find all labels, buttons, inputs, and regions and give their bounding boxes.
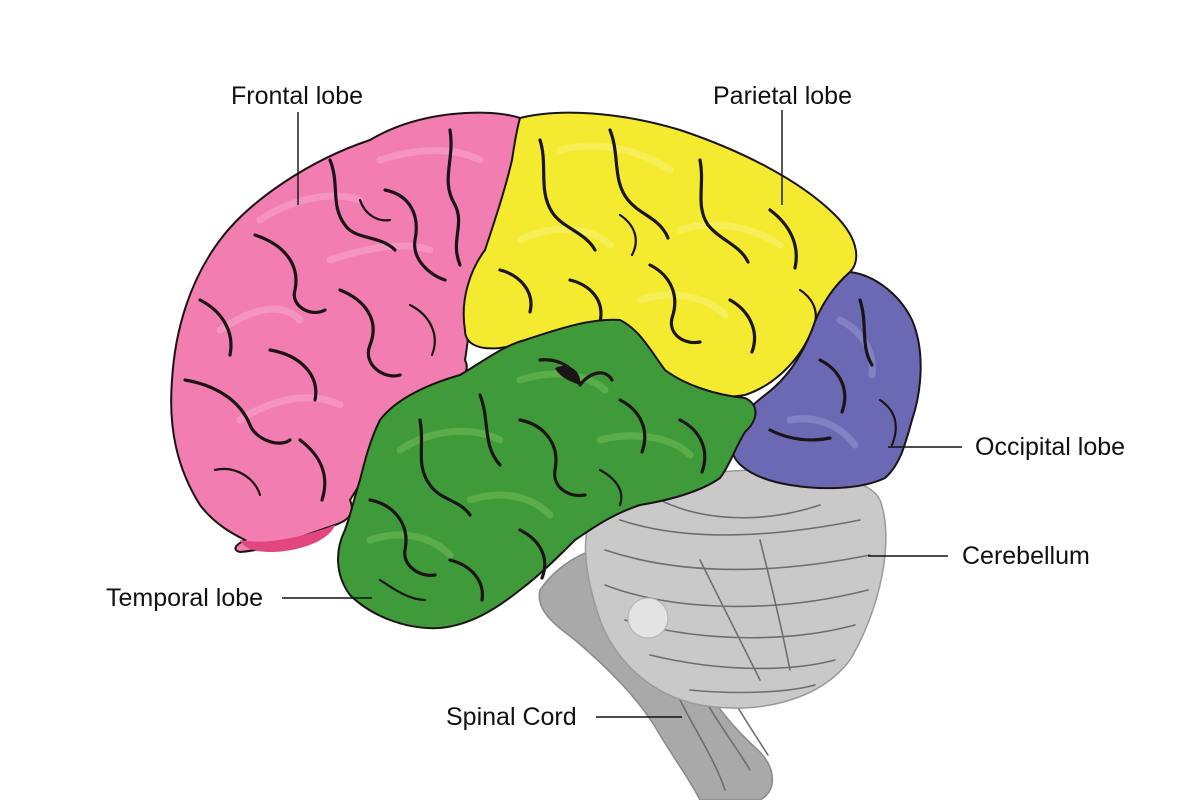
leader-lines — [282, 110, 962, 718]
parietal-lobe-region — [462, 111, 858, 398]
occipital-lobe-region — [730, 270, 922, 490]
temporal-lobe-region — [337, 318, 757, 630]
label-cerebellum: Cerebellum — [962, 542, 1090, 570]
labels: Frontal lobe Parietal lobe Occipital lob… — [106, 82, 1125, 731]
label-temporal-lobe: Temporal lobe — [106, 584, 263, 612]
label-occipital-lobe: Occipital lobe — [975, 433, 1125, 461]
label-frontal-lobe: Frontal lobe — [231, 82, 363, 110]
cerebellum-region — [584, 469, 887, 709]
cerebellum-nucleus — [627, 597, 669, 639]
label-parietal-lobe: Parietal lobe — [713, 82, 852, 110]
label-spinal-cord: Spinal Cord — [446, 703, 577, 731]
